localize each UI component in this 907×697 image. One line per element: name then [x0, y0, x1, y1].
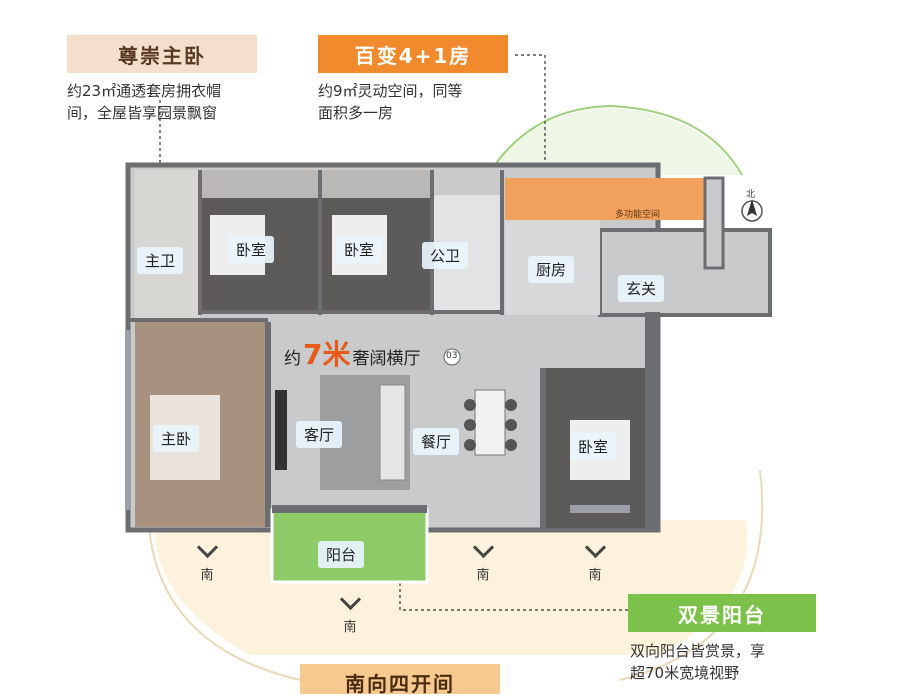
flex-room-green-arc [488, 108, 740, 175]
master-bath-area [135, 170, 200, 320]
dining-table [474, 389, 506, 456]
view-index-marker [443, 348, 461, 366]
balcony-callout-desc: 双向阳台皆赏景，享 超70米宽境视野 [630, 642, 766, 682]
flex-room-area [505, 178, 705, 220]
compass-icon [741, 199, 763, 222]
entry-area [598, 228, 772, 317]
room-label-dining-room: 餐厅 [413, 428, 460, 455]
balcony-callout-title: 双景阳台 [628, 594, 816, 632]
south-four-callout-title: 南向四开间 [300, 664, 500, 696]
view-index-text: 03 [446, 351, 458, 361]
flex-room-callout-title: 百变4+1房 [318, 35, 508, 73]
room-label-living-room: 客厅 [296, 421, 343, 448]
room-label-balcony: 阳台 [318, 541, 365, 568]
room-label-master-bath: 主卫 [137, 247, 184, 274]
room-label-entry: 玄关 [618, 275, 665, 302]
south-label: 南 [588, 568, 602, 583]
master-bedroom-callout-title: 尊崇主卧 [67, 35, 257, 73]
sofa [379, 384, 406, 481]
room-label-kitchen: 厨房 [528, 256, 575, 283]
room-label-bedroom-3: 卧室 [570, 433, 617, 460]
south-label: 南 [200, 568, 214, 583]
south-label: 南 [343, 620, 357, 635]
tv-cabinet [275, 390, 287, 470]
south-label: 南 [476, 568, 490, 583]
flex-room-callout-desc: 约9㎡灵动空间，同等 面积多一房 [318, 82, 463, 122]
leader-line-flex [515, 54, 546, 185]
room-label-public-bath: 公卫 [422, 242, 469, 269]
flex-space-label: 多功能空间 [615, 210, 661, 220]
room-label-bedroom-2: 卧室 [336, 236, 383, 263]
master-bedroom-callout-desc: 约23㎡通透套房拥衣帽 间，全屋皆享园景飘窗 [67, 82, 222, 122]
compass-label: 北 [746, 190, 756, 200]
room-label-bedroom-1: 卧室 [228, 236, 275, 263]
living-headline: 约 7米 奢阔横厅 [284, 338, 421, 371]
room-label-master-bedroom: 主卧 [153, 425, 200, 452]
south-sun-arc [154, 520, 747, 655]
